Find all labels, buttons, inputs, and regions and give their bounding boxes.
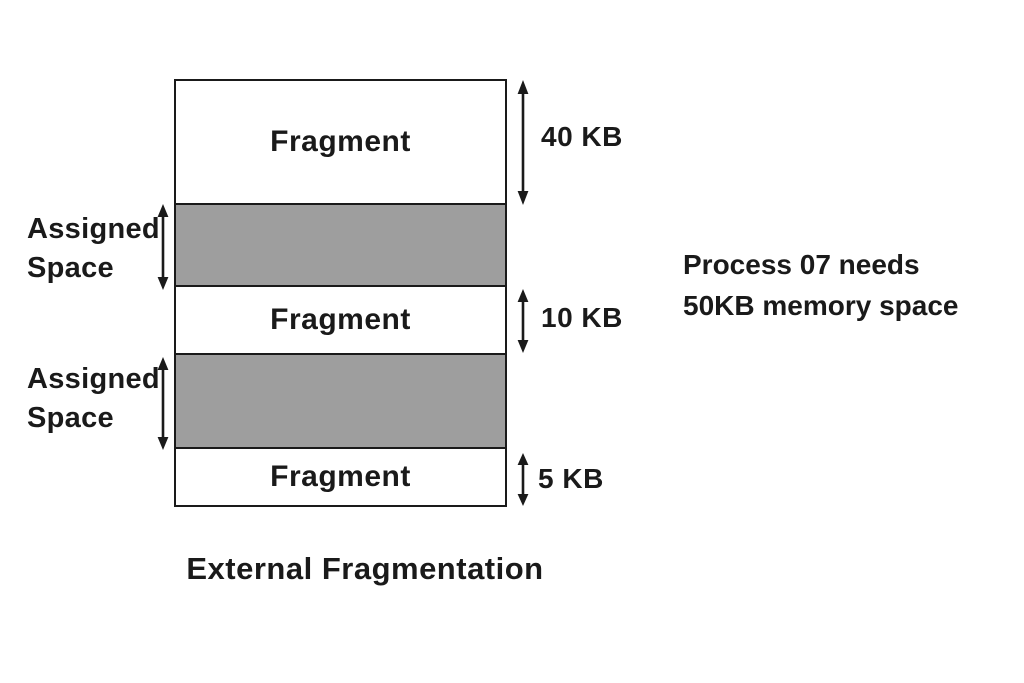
assigned-space-label-line1: Assigned (27, 363, 160, 395)
size-label-5kb: 5 KB (538, 463, 604, 494)
double-arrow-icon (514, 80, 532, 205)
fragment-label: Fragment (270, 460, 411, 493)
size-label-40kb: 40 KB (541, 121, 623, 152)
assigned-space-segment-1 (176, 203, 505, 287)
fragment-segment-40kb: Fragment (176, 81, 505, 203)
size-label-10kb: 10 KB (541, 302, 623, 333)
assigned-space-segment-2 (176, 353, 505, 449)
assigned-space-label-1: Assigned Space (27, 210, 160, 288)
double-arrow-icon (154, 204, 172, 290)
fragment-label: Fragment (270, 303, 411, 336)
assigned-space-label-line2: Space (27, 252, 114, 284)
fragment-segment-10kb: Fragment (176, 287, 505, 353)
assigned-space-label-line1: Assigned (27, 213, 160, 245)
double-arrow-icon (514, 453, 532, 506)
diagram-title: External Fragmentation (186, 551, 544, 586)
fragment-label: Fragment (270, 125, 411, 158)
process-note-line2: 50KB memory space (683, 290, 959, 321)
assigned-space-label-2: Assigned Space (27, 360, 160, 438)
process-note-line1: Process 07 needs (683, 249, 920, 280)
fragment-segment-5kb: Fragment (176, 449, 505, 505)
double-arrow-icon (154, 357, 172, 450)
memory-box: Fragment Fragment Fragment (174, 79, 507, 507)
process-note: Process 07 needs 50KB memory space (683, 244, 958, 326)
assigned-space-label-line2: Space (27, 402, 114, 434)
double-arrow-icon (514, 289, 532, 353)
